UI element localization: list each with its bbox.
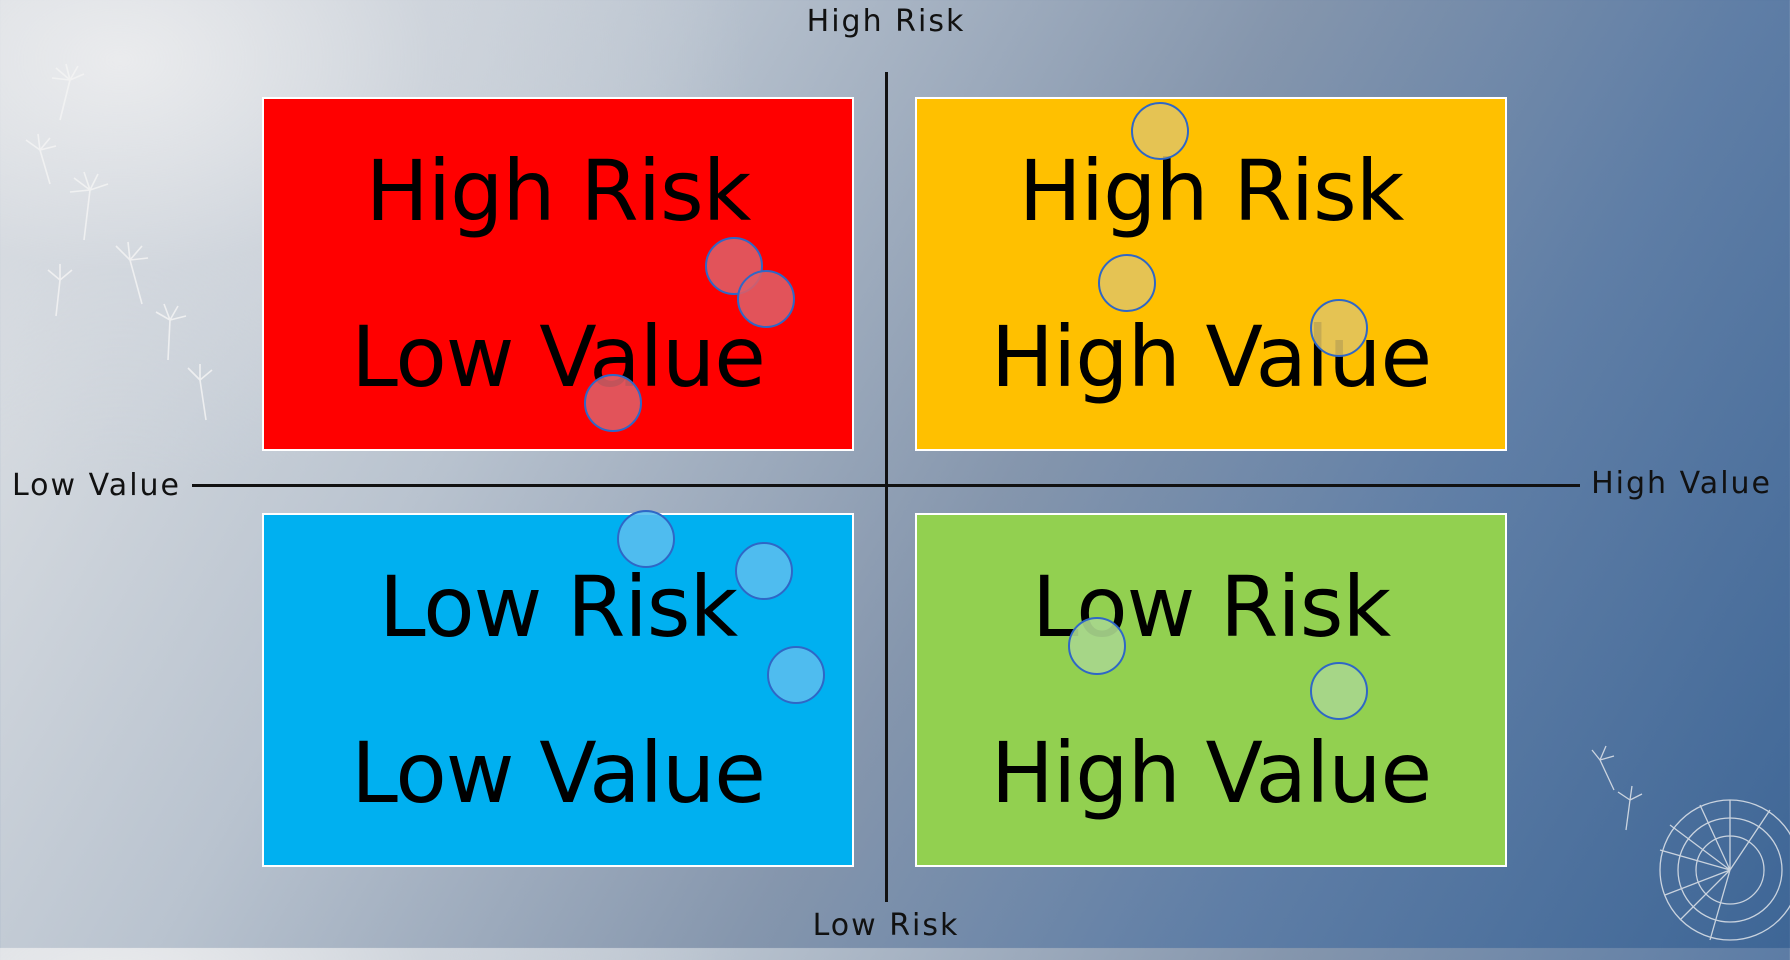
marker-circle[interactable] <box>1310 662 1368 720</box>
axis-label-left: Low Value <box>12 468 181 503</box>
axis-label-top: High Risk <box>806 4 966 39</box>
vertical-axis-line <box>885 72 888 902</box>
marker-circle[interactable] <box>617 510 675 568</box>
quadrant-subtitle: High Value <box>990 724 1432 822</box>
horizontal-axis-line <box>192 484 1580 487</box>
quadrant-title: Low Risk <box>378 558 738 656</box>
marker-circle[interactable] <box>1310 299 1368 357</box>
dandelion-seeds-decoration <box>25 63 213 421</box>
marker-circle[interactable] <box>584 374 642 432</box>
marker-circle[interactable] <box>1131 102 1189 160</box>
quadrant-subtitle: Low Value <box>351 724 766 822</box>
quadrant-low-risk-high-value: Low Risk High Value <box>915 513 1507 867</box>
axis-label-right: High Value <box>1591 466 1772 501</box>
quadrant-high-risk-low-value: High Risk Low Value <box>262 97 854 451</box>
quadrant-title: High Risk <box>365 142 752 240</box>
quadrant-high-risk-high-value: High Risk High Value <box>915 97 1507 451</box>
quadrant-subtitle: High Value <box>990 308 1432 406</box>
marker-circle[interactable] <box>737 270 795 328</box>
axis-label-bottom: Low Risk <box>812 908 960 943</box>
marker-circle[interactable] <box>1068 617 1126 675</box>
quadrant-title: High Risk <box>1018 142 1405 240</box>
marker-circle[interactable] <box>1098 254 1156 312</box>
quadrant-subtitle: Low Value <box>351 308 766 406</box>
marker-circle[interactable] <box>735 542 793 600</box>
marker-circle[interactable] <box>767 646 825 704</box>
